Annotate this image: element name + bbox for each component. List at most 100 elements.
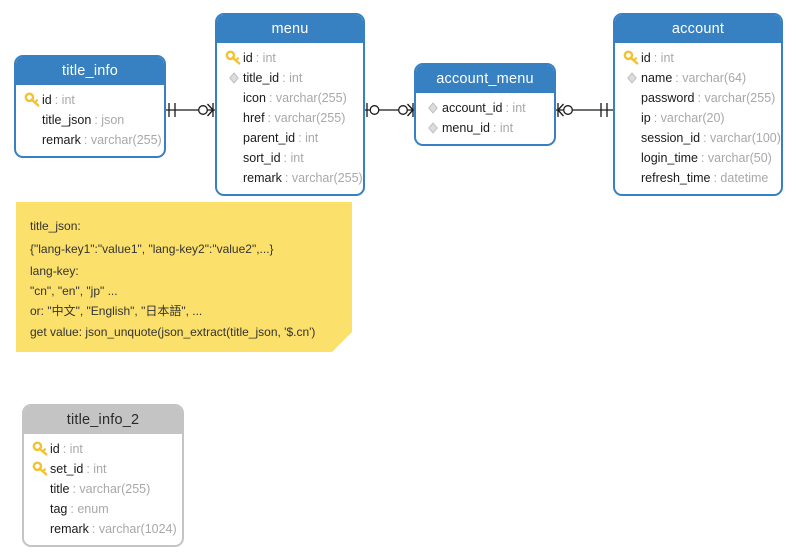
field-name: tag: [50, 502, 68, 516]
field-name: id: [243, 51, 253, 65]
note-fold-corner: [332, 332, 352, 352]
field-name: href: [243, 111, 265, 125]
entity-title_info_2-fields: id: int set_id: int title: varchar(255): [24, 434, 182, 545]
field-title_info-title_json[interactable]: title_json: json: [16, 110, 164, 130]
field-type: : int: [492, 121, 514, 135]
field-account-refresh_time[interactable]: refresh_time: datetime: [615, 168, 781, 188]
field-type: : int: [54, 93, 75, 107]
entity-account_menu[interactable]: account_menu account_id: int menu_id: in…: [414, 63, 556, 146]
field-name: title: [50, 482, 70, 496]
field-type: : varchar(255): [83, 133, 162, 147]
field-name: refresh_time: [641, 171, 711, 185]
field-type: : int: [505, 101, 526, 115]
field-name: parent_id: [243, 131, 296, 145]
field-name: remark: [42, 133, 81, 147]
entity-account[interactable]: account id: int: [613, 13, 783, 196]
field-type: : varchar(20): [653, 111, 725, 125]
field-account-ip[interactable]: ip: varchar(20): [615, 108, 781, 128]
no-marker: [24, 131, 42, 149]
field-type: : varchar(255): [267, 111, 346, 125]
entity-menu[interactable]: menu id: int: [215, 13, 365, 196]
field-type: : varchar(255): [72, 482, 151, 496]
relationship-account_menu-account[interactable]: [556, 100, 616, 120]
entity-menu-fields: id: int title_id: int icon: varchar(255)…: [217, 43, 363, 194]
note-line-5: or: "中文", "English", "日本語", ...: [30, 304, 203, 318]
field-title_info-id[interactable]: id: int: [16, 90, 164, 110]
no-marker: [24, 111, 42, 129]
field-account-login_time[interactable]: login_time: varchar(50): [615, 148, 781, 168]
no-marker: [32, 480, 50, 498]
field-type: : varchar(1024): [91, 522, 177, 536]
diamond-icon: [424, 119, 442, 137]
field-menu-href[interactable]: href: varchar(255): [217, 108, 363, 128]
note-line-3: lang-key:: [30, 264, 79, 278]
field-account-id[interactable]: id: int: [615, 48, 781, 68]
field-name: ip: [641, 111, 651, 125]
key-icon: [32, 460, 50, 478]
field-type: : varchar(255): [268, 91, 347, 105]
field-name: id: [641, 51, 651, 65]
relationship-menu-account_menu[interactable]: [362, 100, 420, 120]
field-menu-sort_id[interactable]: sort_id: int: [217, 148, 363, 168]
entity-title_info_2[interactable]: title_info_2 id: int: [22, 404, 184, 547]
field-type: : int: [62, 442, 83, 456]
field-name: remark: [50, 522, 89, 536]
entity-menu-name: menu: [217, 15, 363, 43]
field-menu-id[interactable]: id: int: [217, 48, 363, 68]
sticky-note-title_json[interactable]: title_json: {"lang-key1":"value1", "lang…: [16, 202, 352, 352]
field-title_info_2-set_id[interactable]: set_id: int: [24, 459, 182, 479]
field-name: session_id: [641, 131, 701, 145]
field-name: title_json: [42, 113, 92, 127]
field-name: title_id: [243, 71, 280, 85]
entity-account-name: account: [615, 15, 781, 43]
field-title_info_2-remark[interactable]: remark: varchar(1024): [24, 519, 182, 539]
field-account_menu-menu_id[interactable]: menu_id: int: [416, 118, 554, 138]
field-type: : varchar(100): [703, 131, 781, 145]
entity-title_info[interactable]: title_info id: int title_json: json: [14, 55, 166, 158]
no-marker: [225, 89, 243, 107]
field-title_info_2-tag[interactable]: tag: enum: [24, 499, 182, 519]
entity-title_info-fields: id: int title_json: json remark: varchar…: [16, 85, 164, 156]
note-line-2: {"lang-key1":"value1", "lang-key2":"valu…: [30, 242, 274, 256]
field-name: remark: [243, 171, 282, 185]
field-title_info_2-title[interactable]: title: varchar(255): [24, 479, 182, 499]
diamond-icon: [623, 69, 641, 87]
field-title_info-remark[interactable]: remark: varchar(255): [16, 130, 164, 150]
field-account-session_id[interactable]: session_id: varchar(100): [615, 128, 781, 148]
no-marker: [225, 109, 243, 127]
field-name: set_id: [50, 462, 84, 476]
field-type: : int: [653, 51, 674, 65]
field-account-name[interactable]: name: varchar(64): [615, 68, 781, 88]
no-marker: [623, 109, 641, 127]
field-account_menu-account_id[interactable]: account_id: int: [416, 98, 554, 118]
field-title_info_2-id[interactable]: id: int: [24, 439, 182, 459]
entity-account_menu-name: account_menu: [416, 65, 554, 93]
field-type: : enum: [70, 502, 109, 516]
no-marker: [32, 500, 50, 518]
field-menu-parent_id[interactable]: parent_id: int: [217, 128, 363, 148]
field-type: : json: [94, 113, 125, 127]
field-type: : varchar(64): [675, 71, 747, 85]
field-name: login_time: [641, 151, 698, 165]
field-account-password[interactable]: password: varchar(255): [615, 88, 781, 108]
field-name: name: [641, 71, 673, 85]
note-line-4: "cn", "en", "jp" ...: [30, 284, 118, 298]
relationship-title_info-menu[interactable]: [160, 100, 220, 120]
field-type: : varchar(255): [697, 91, 776, 105]
note-line-6: get value: json_unquote(json_extract(tit…: [30, 325, 316, 339]
field-type: : int: [86, 462, 107, 476]
entity-account-fields: id: int name: varchar(64) password: varc…: [615, 43, 781, 194]
note-line-1: title_json:: [30, 219, 81, 233]
field-menu-remark[interactable]: remark: varchar(255): [217, 168, 363, 188]
field-name: id: [42, 93, 52, 107]
key-icon: [623, 49, 641, 67]
field-menu-icon[interactable]: icon: varchar(255): [217, 88, 363, 108]
field-type: : int: [255, 51, 276, 65]
no-marker: [623, 169, 641, 187]
no-marker: [32, 520, 50, 538]
entity-account_menu-fields: account_id: int menu_id: int: [416, 93, 554, 144]
no-marker: [225, 169, 243, 187]
field-name: menu_id: [442, 121, 490, 135]
field-menu-title_id[interactable]: title_id: int: [217, 68, 363, 88]
key-icon: [225, 49, 243, 67]
